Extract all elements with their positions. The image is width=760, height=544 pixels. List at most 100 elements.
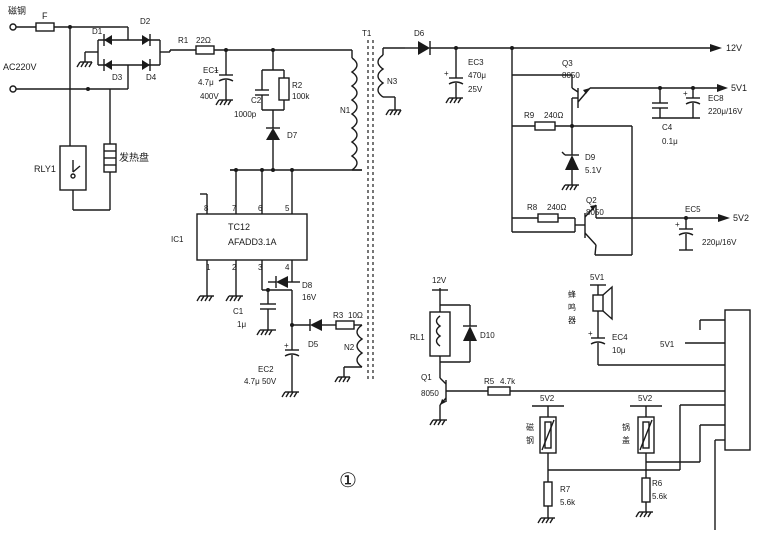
resistor-r5: [487, 386, 511, 396]
diode-d7: [266, 128, 280, 140]
ic1-body: [196, 213, 308, 261]
label-c1: C1: [233, 307, 244, 316]
label-ec3-cap: 470μ: [468, 71, 486, 80]
label-c4: C4: [662, 123, 673, 132]
label-d8-val: 16V: [302, 293, 317, 302]
label-ec3-plus: +: [444, 69, 449, 78]
label-r3: R3: [333, 311, 344, 320]
sensor-section: 5V2 磁 钢 R7 5.6k 5V2 锅 盖: [526, 394, 725, 530]
label-sensor1-supply: 5V2: [540, 394, 555, 403]
pin-2: 2: [232, 263, 237, 272]
mains-input: 磁钢 AC220V F: [3, 5, 120, 93]
label-r6-val: 5.6k: [652, 492, 668, 501]
diode-d3: [104, 60, 112, 70]
label-c2: C2: [251, 96, 262, 105]
label-ec4: EC4: [612, 333, 628, 342]
primary-side: R1 22Ω + EC1 4.7μ 400V C2 1000p R2 100k: [170, 36, 362, 172]
diode-d5: [310, 319, 322, 331]
resistor-r2: [278, 77, 290, 101]
label-r3-val: 10Ω: [348, 311, 363, 320]
regulator-5v2: R8 240Ω 5V2 Q2 8050 + EC5 220μ/16V: [512, 196, 749, 256]
arrow-5v2: [718, 214, 730, 222]
label-d9: D9: [585, 153, 596, 162]
label-n2: N2: [344, 343, 355, 352]
terminal-top: [9, 23, 17, 31]
label-r9-val: 240Ω: [544, 111, 563, 120]
pin-4: 4: [285, 263, 290, 272]
bridge-rectifier: D1 D2 D3 D4: [76, 17, 171, 90]
resistor-r7: [543, 481, 553, 507]
label-q1: Q1: [421, 373, 432, 382]
label-ec5-plus: +: [675, 220, 680, 229]
label-buzzer-3: 器: [568, 316, 576, 325]
fuse: [35, 22, 55, 32]
label-rly1: RLY1: [34, 164, 56, 174]
resistor-r1: [195, 45, 215, 55]
label-d6: D6: [414, 29, 425, 38]
transformer-t1: T1 N1 N3 N2: [334, 29, 405, 383]
ic1-chip: IC1 TC12 AFADD3.1A 8 7 6 5 1 2 3 4: [171, 168, 363, 398]
label-q2: Q2: [586, 196, 597, 205]
label-ec8: EC8: [708, 94, 724, 103]
label-mains: AC220V: [3, 62, 37, 72]
label-q1-type: 8050: [421, 389, 439, 398]
label-d8: D8: [302, 281, 313, 290]
label-r9: R9: [524, 111, 535, 120]
label-ec8-plus: +: [683, 89, 688, 98]
label-r1: R1: [178, 36, 189, 45]
arrow-12v: [710, 44, 722, 52]
label-ec3-volt: 25V: [468, 85, 483, 94]
label-rail-5v2: 5V2: [733, 213, 749, 223]
buzzer-section: 5V1 蜂 鸣 器 + EC4 10μ 5V1: [568, 273, 725, 366]
label-r8-val: 240Ω: [547, 203, 566, 212]
label-ec4-plus: +: [588, 329, 593, 338]
diode-d1: [104, 35, 112, 45]
label-d9-val: 5.1V: [585, 166, 602, 175]
resistor-r3: [335, 320, 355, 330]
label-rail-5v1: 5V1: [731, 83, 747, 93]
label-d4: D4: [146, 73, 157, 82]
pin-7: 7: [232, 204, 237, 213]
resistor-r9: [534, 121, 556, 131]
label-heater: 发热盘: [119, 151, 149, 164]
label-rail-12v: 12V: [726, 43, 742, 53]
label-r5-val: 4.7k: [500, 377, 516, 386]
zener-d8: [276, 276, 288, 288]
label-input-top: 磁钢: [8, 5, 26, 16]
label-ec1-cap: 4.7μ: [198, 78, 214, 87]
terminal-bottom: [9, 85, 17, 93]
label-ec2-val: 4.7μ 50V: [244, 377, 277, 386]
label-sensor2-a: 锅: [622, 422, 630, 432]
label-n3: N3: [387, 77, 398, 86]
label-ic1: IC1: [171, 235, 184, 244]
label-buzzer-1: 蜂: [568, 289, 576, 299]
resistor-r6: [641, 477, 651, 503]
label-t1: T1: [362, 29, 372, 38]
label-q3: Q3: [562, 59, 573, 68]
label-r7: R7: [560, 485, 571, 494]
label-d1: D1: [92, 27, 103, 36]
label-r8: R8: [527, 203, 538, 212]
label-ec1-volt: 400V: [200, 92, 219, 101]
label-ic1-part: AFADD3.1A: [228, 237, 277, 247]
label-ec8-val: 220μ/16V: [708, 107, 743, 116]
buzzer: [592, 294, 604, 312]
label-sensor1-a: 磁: [526, 422, 534, 432]
label-ec2: EC2: [258, 365, 274, 374]
label-c4-val: 0.1μ: [662, 137, 678, 146]
label-buzzer-5v1: 5V1: [590, 273, 605, 282]
label-d3: D3: [112, 73, 123, 82]
label-c1-val: 1μ: [237, 320, 246, 329]
label-q2-type: 8050: [586, 208, 604, 217]
label-c2-val: 1000p: [234, 110, 257, 119]
pin-6: 6: [258, 204, 263, 213]
label-ec5-val: 220μ/16V: [702, 238, 737, 247]
regulator-5v1: 5V1 Q3 8050 R9 240Ω D9 5.1V C4 0.1μ: [511, 48, 747, 256]
label-d10: D10: [480, 331, 495, 340]
label-sensor2-b: 盖: [622, 435, 630, 445]
label-r1-val: 22Ω: [196, 36, 211, 45]
label-ic1-name: TC12: [228, 222, 250, 232]
label-n1: N1: [340, 106, 351, 115]
label-r5: R5: [484, 377, 495, 386]
diode-d4: [142, 60, 150, 70]
